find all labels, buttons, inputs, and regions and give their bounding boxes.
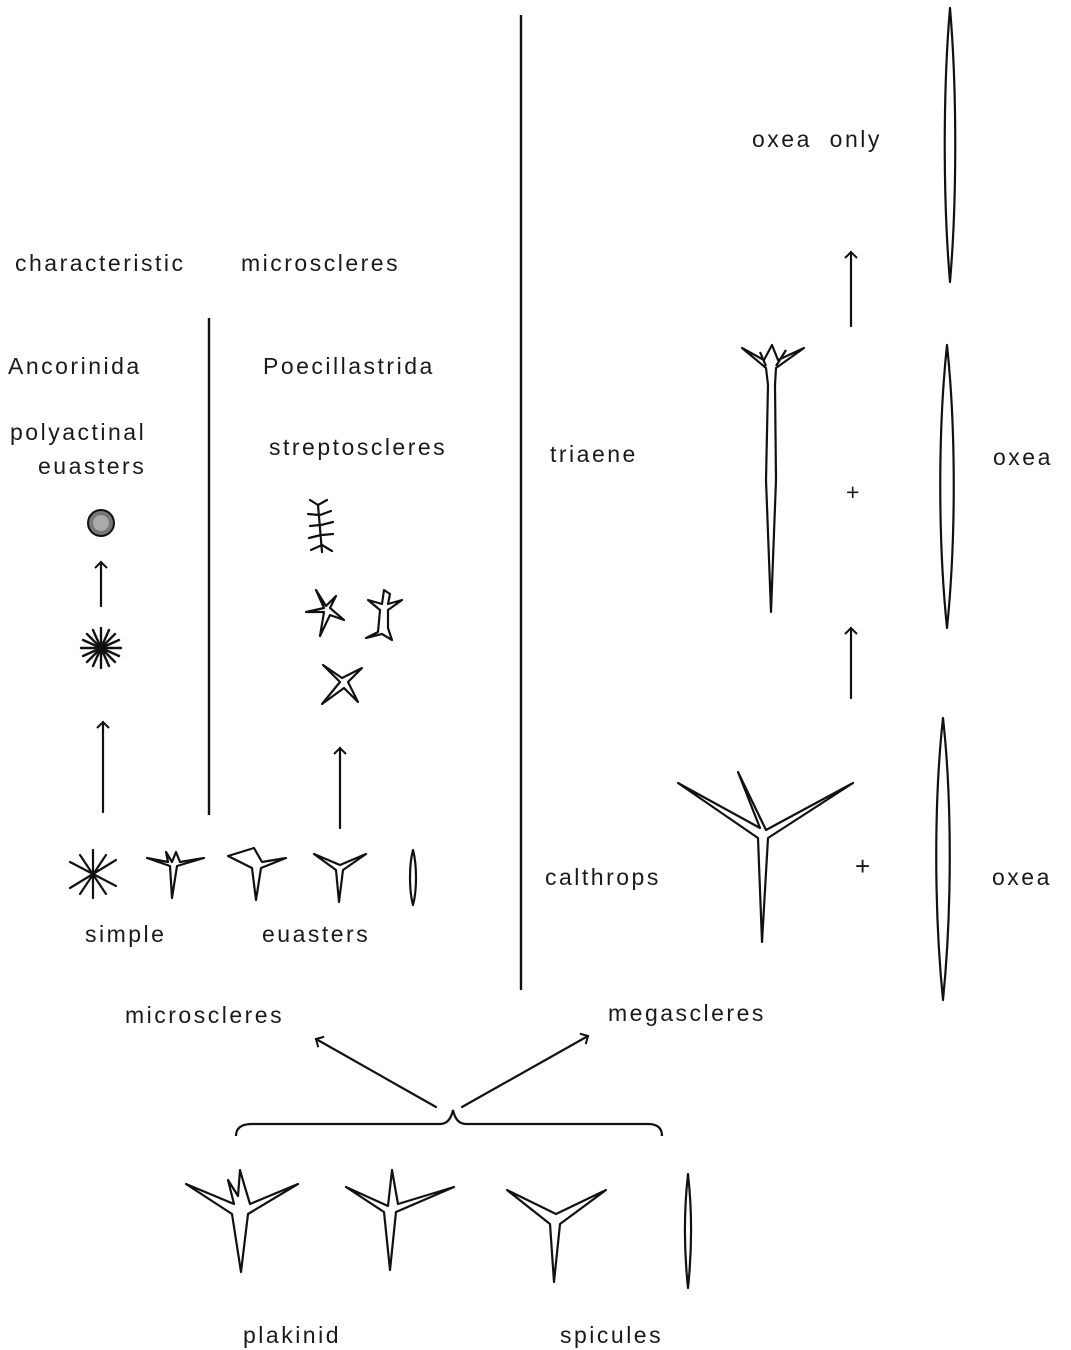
- label-microscleres-top: microscleres: [241, 250, 400, 276]
- label-ancorinida: Ancorinida: [8, 353, 142, 379]
- label-characteristic: characteristic: [15, 250, 185, 276]
- oxea-spicule-bottom: [936, 718, 950, 1000]
- oxea-spicule-middle: [940, 345, 954, 628]
- plakinid-spicule-1: [186, 1170, 298, 1272]
- plakinid-spicule-3: [507, 1190, 606, 1282]
- label-plus-1: +: [846, 479, 862, 505]
- arrow-to-microscleres: [316, 1039, 436, 1107]
- label-oxea-2: oxea: [992, 864, 1052, 890]
- polyactinal-euaster-spicule: [81, 628, 121, 668]
- spiraster-spicule: [308, 500, 333, 552]
- simple-euaster-triod: [314, 854, 366, 902]
- streptaster-spicule-2: [366, 590, 402, 640]
- label-triaene: triaene: [550, 441, 638, 467]
- label-streptoscleres: streptoscleres: [269, 434, 447, 460]
- label-poecillastrida: Poecillastrida: [263, 353, 435, 379]
- curly-brace: [236, 1110, 662, 1136]
- simple-microxea: [410, 850, 416, 905]
- label-plakinid: plakinid: [243, 1322, 341, 1348]
- simple-euaster-triaene-2: [228, 848, 286, 900]
- label-spicules: spicules: [560, 1322, 663, 1348]
- plakinid-spicule-2: [346, 1170, 454, 1270]
- plakinid-oxea: [685, 1174, 691, 1288]
- sterraster-spicule: [88, 510, 114, 536]
- label-calthrops: calthrops: [545, 864, 661, 890]
- calthrops-spicule: [678, 772, 853, 942]
- simple-euaster-star: [70, 850, 116, 898]
- simple-euaster-triaene-1: [147, 852, 204, 898]
- arrow-to-megascleres: [462, 1036, 588, 1107]
- label-oxea-only: oxea only: [752, 126, 882, 152]
- label-microscleres-bottom: microscleres: [125, 1002, 284, 1028]
- label-oxea-1: oxea: [993, 444, 1053, 470]
- streptaster-spicule-3: [322, 665, 362, 704]
- label-euasters-2: euasters: [262, 921, 370, 947]
- label-polyactinal: polyactinal: [10, 419, 146, 445]
- label-megascleres: megascleres: [608, 1000, 766, 1026]
- label-plus-2: +: [855, 851, 873, 881]
- oxea-spicule-top: [945, 8, 956, 282]
- triaene-spicule: [742, 345, 804, 612]
- streptaster-spicule-1: [306, 590, 344, 636]
- label-euasters-1: euasters: [38, 453, 146, 479]
- label-simple: simple: [85, 921, 166, 947]
